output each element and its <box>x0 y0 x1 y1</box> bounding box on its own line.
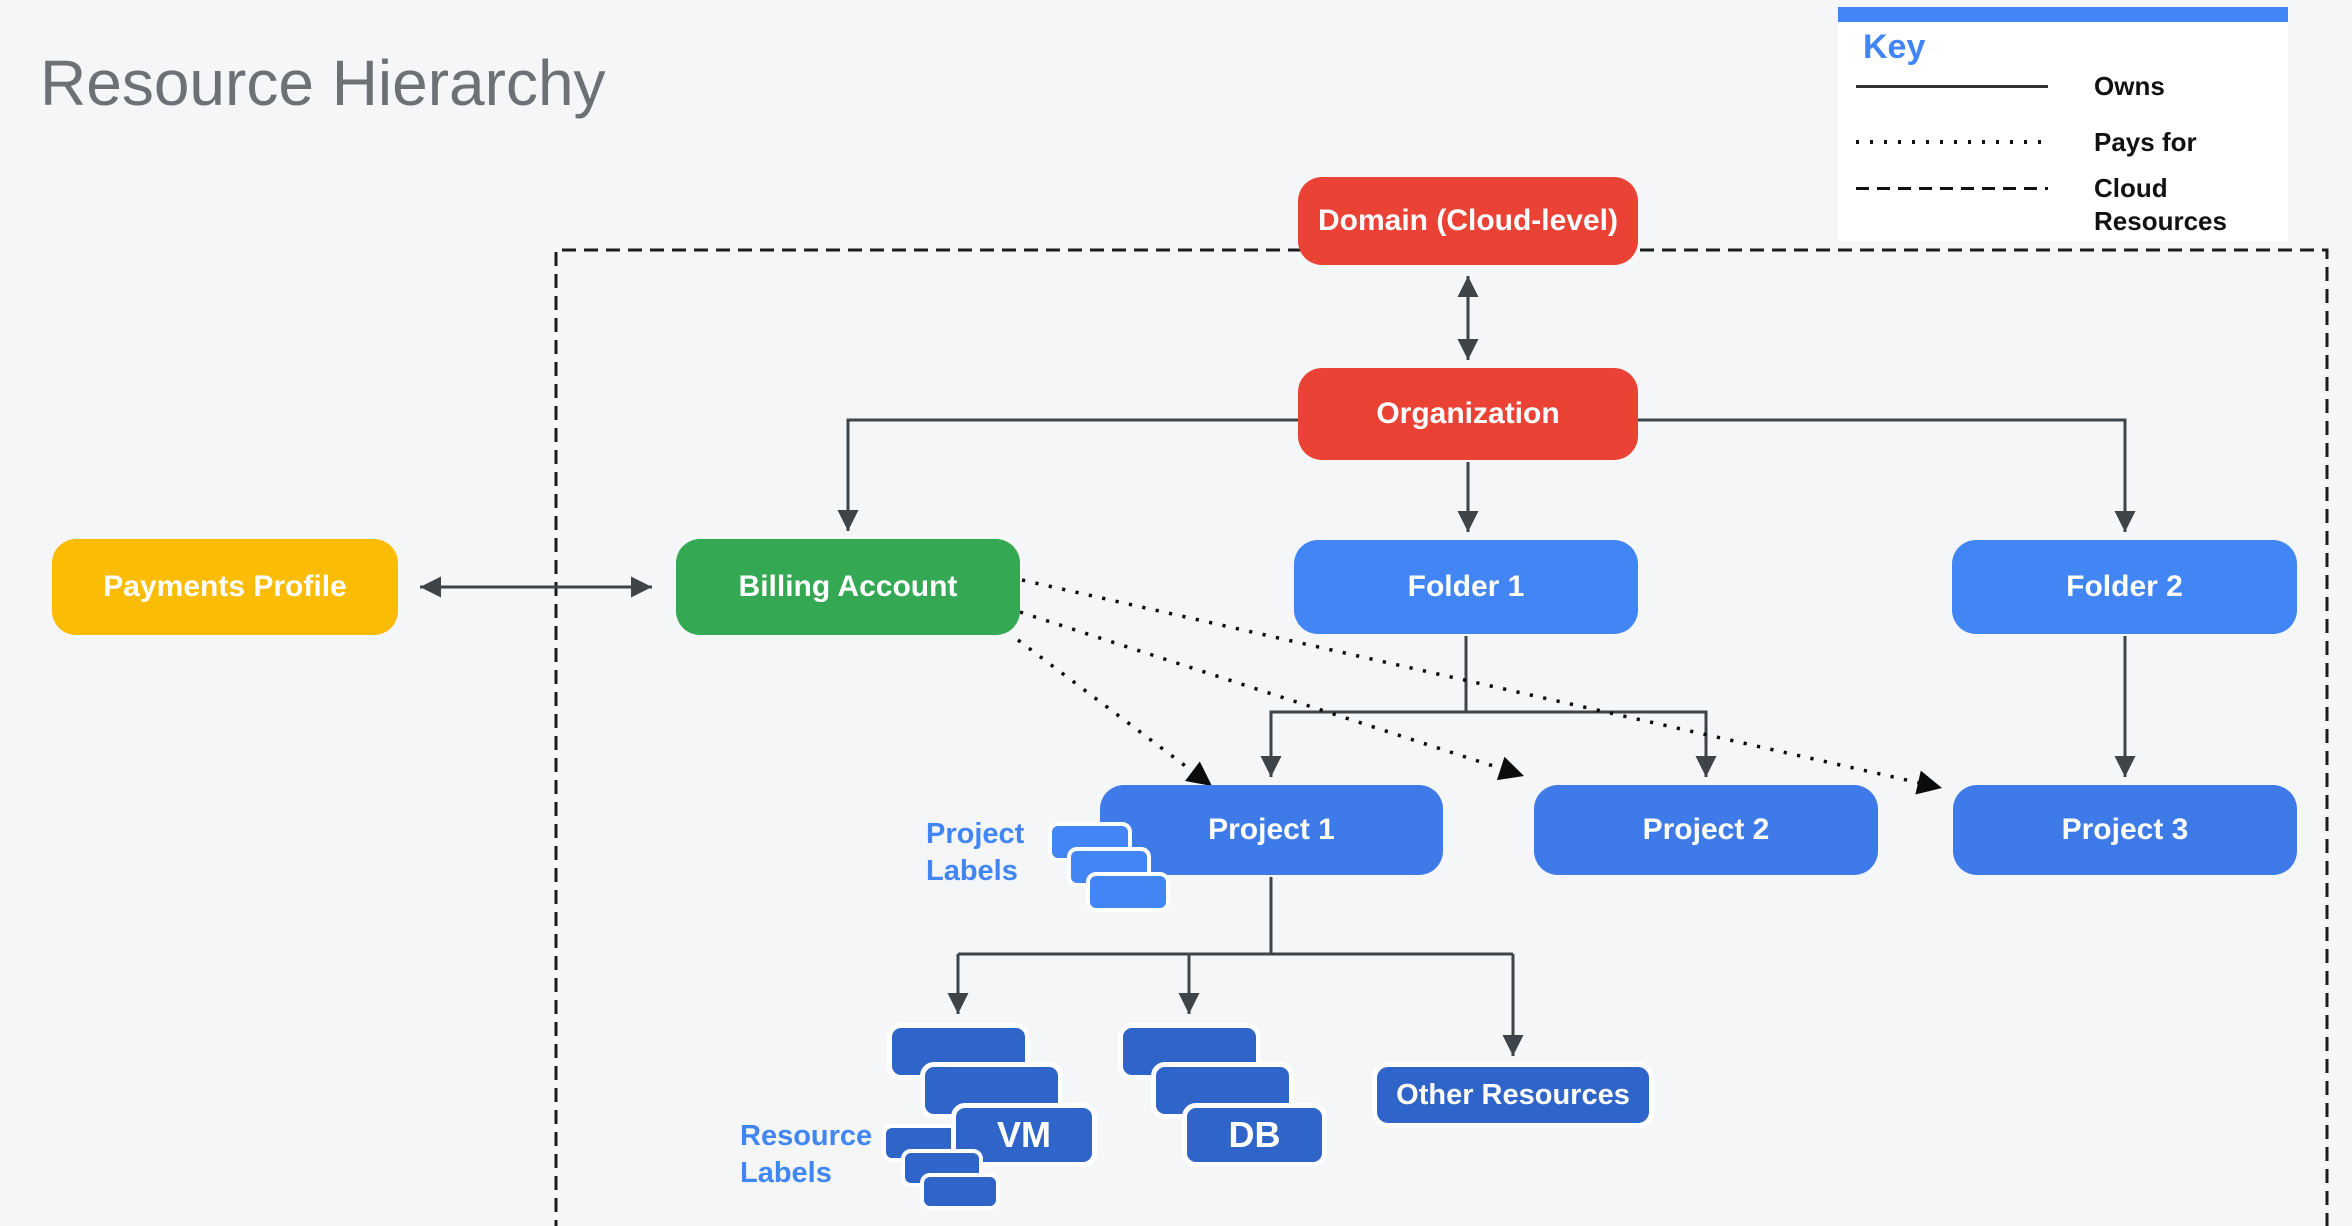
legend-cloudresources-label: Cloud Resources <box>2094 173 2227 236</box>
legend-accent-bar <box>1838 7 2288 22</box>
legend-panel: Key Owns Pays for Cloud Resources <box>1838 7 2288 241</box>
line-folder1-project2 <box>1466 710 1717 777</box>
node-payments-profile: Payments Profile <box>52 539 398 635</box>
legend-heading: Key <box>1863 28 1926 66</box>
legend-owns-label: Owns <box>2094 71 2165 101</box>
node-project3: Project 3 <box>1953 785 2297 875</box>
node-folder1: Folder 1 <box>1294 540 1638 634</box>
resource-labels-caption: Resource Labels <box>740 1120 873 1189</box>
node-organization: Organization <box>1298 368 1638 460</box>
resource-label-card <box>920 1173 1000 1210</box>
line-folder1-project1 <box>1260 636 1468 777</box>
project-label-card <box>1086 872 1170 912</box>
node-folder2: Folder 2 <box>1952 540 2297 634</box>
owns-connectors <box>420 276 2136 1056</box>
dotted-billing-project1 <box>1016 638 1214 788</box>
line-organization-folder2 <box>1638 418 2136 532</box>
legend-cloudresources-line <box>1856 187 2048 190</box>
node-billing-account: Billing Account <box>676 539 1020 635</box>
cloud-resources-boundary <box>554 248 2329 1226</box>
node-other-resources: Other Resources <box>1372 1062 1654 1128</box>
legend-owns-line <box>1856 85 2048 88</box>
node-domain: Domain (Cloud-level) <box>1298 177 1638 265</box>
legend-paysfor-line <box>1856 140 2048 144</box>
legend-paysfor-label: Pays for <box>2094 127 2197 157</box>
node-project1: Project 1 <box>1100 785 1443 875</box>
node-project2: Project 2 <box>1534 785 1878 875</box>
node-db: DB <box>1182 1103 1327 1167</box>
line-project1-split <box>958 877 1513 956</box>
project-labels-caption: Project Labels <box>926 818 1025 887</box>
page-title: Resource Hierarchy <box>40 47 606 119</box>
line-organization-billing <box>837 418 1298 531</box>
